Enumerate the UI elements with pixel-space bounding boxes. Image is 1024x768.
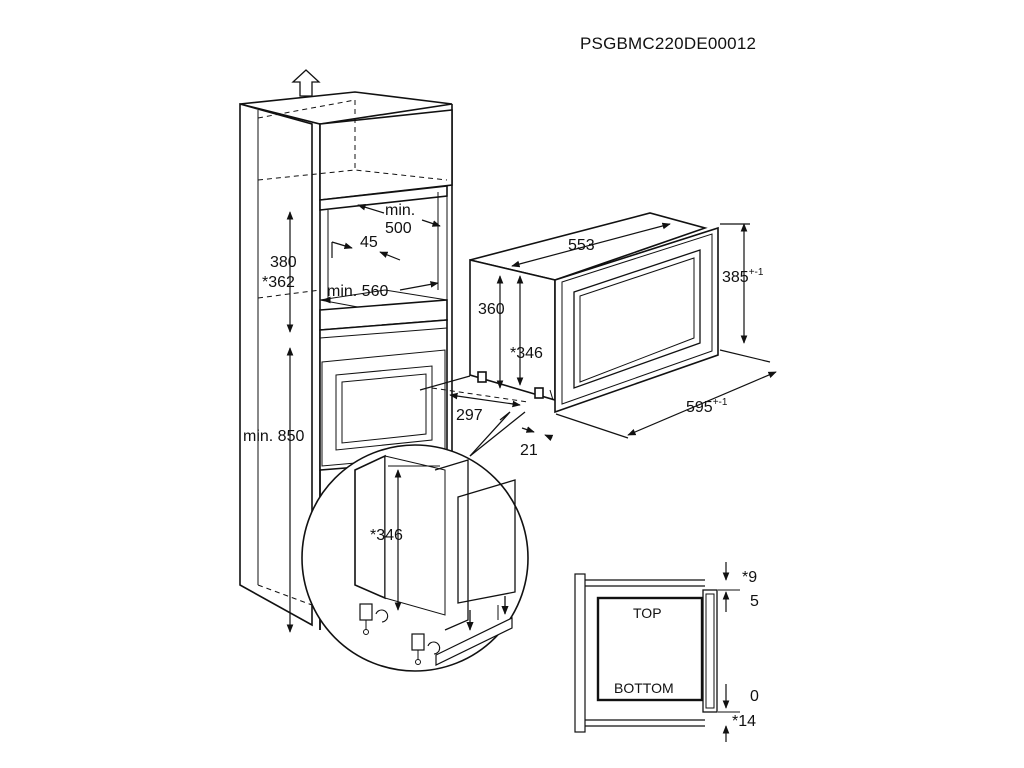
side-depth: 297 [456,407,483,424]
front-width: 595+-1 [686,397,728,416]
gap-bottom: 0 [750,688,759,705]
niche-dimensions [286,204,441,633]
document-code: PSGBMC220DE00012 [580,34,757,53]
door-top-label: TOP [633,605,662,621]
gap-top: 5 [750,593,759,610]
detail-height: *346 [370,527,403,544]
niche-height-alt: *362 [262,274,295,291]
gap-top-star: *9 [742,569,757,586]
front-thickness: 21 [520,442,538,459]
niche-height: 380 [270,254,297,271]
niche-min-label: min. [385,202,415,219]
door-bottom-label: BOTTOM [614,680,674,696]
gap-bottom-star: *14 [732,713,756,730]
niche-width-value: 500 [385,220,412,237]
niche-inner-width: min. 560 [327,283,388,300]
niche-depth-offset: 45 [360,234,378,251]
floor-height: min. 850 [243,428,304,445]
front-height: 385+-1 [722,267,764,286]
detail-dimension [388,465,440,611]
tall-cabinet [239,69,453,630]
appliance-depth: 553 [568,237,595,254]
door-gap-detail [574,562,740,742]
appliance-dimensions [419,222,777,442]
appliance-height: 360 [478,301,505,318]
appliance-height-feet: *346 [510,345,543,362]
up-arrow-icon [291,69,321,97]
